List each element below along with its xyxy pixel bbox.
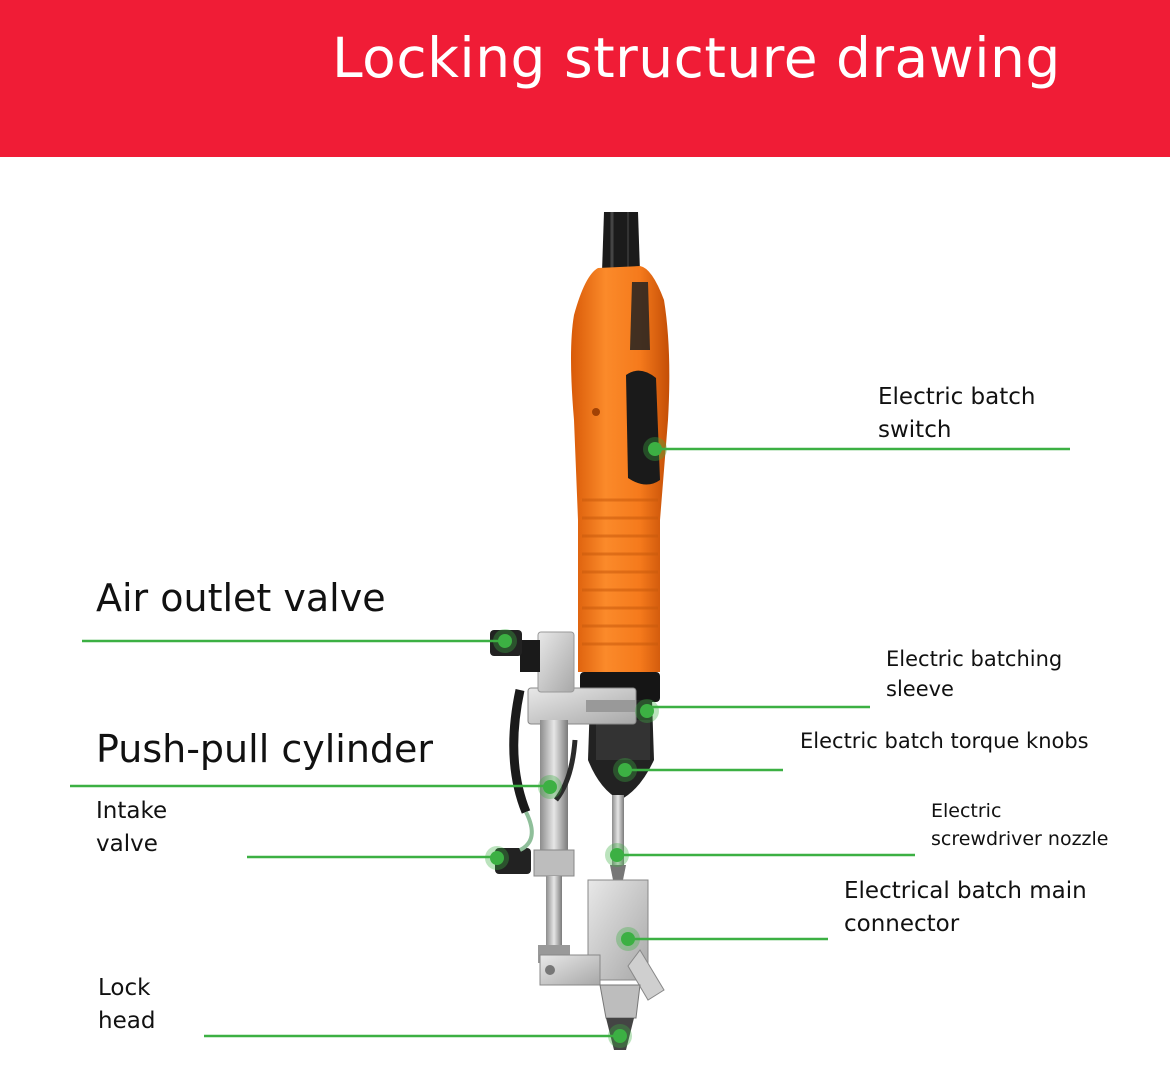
air-fittings xyxy=(490,630,578,874)
label-electrical-batch-main-connector: Electrical batch main connector xyxy=(844,878,1087,938)
dot-nozzle xyxy=(605,843,629,867)
label-electric-batch-switch: Electric batch switch xyxy=(878,384,1036,444)
label-push-pull-cylinder: Push-pull cylinder xyxy=(96,727,434,771)
mount-clamp xyxy=(527,687,637,725)
dot-cylinder xyxy=(538,775,562,799)
title-banner: Locking structure drawing xyxy=(0,0,1170,157)
label-lock-head: Lock head xyxy=(98,975,156,1035)
power-cable xyxy=(602,212,640,272)
leader-lines xyxy=(70,447,1070,1038)
label-electric-screwdriver-nozzle: Electric screwdriver nozzle xyxy=(931,800,1109,850)
screwdriver-body xyxy=(571,266,670,885)
dot-switch xyxy=(643,437,667,461)
label-intake-valve: Intake valve xyxy=(96,798,168,858)
dot-air-outlet xyxy=(493,629,517,653)
dot-lock-head xyxy=(608,1024,632,1048)
dot-sleeve xyxy=(635,699,659,723)
dot-intake xyxy=(485,846,509,870)
page-title: Locking structure drawing xyxy=(332,26,1061,90)
pointer-dots xyxy=(485,437,667,1048)
lock-head-assembly xyxy=(539,879,665,1050)
label-electric-batching-sleeve: Electric batching sleeve xyxy=(886,647,1063,702)
dot-connector xyxy=(616,927,640,951)
label-air-outlet-valve: Air outlet valve xyxy=(96,576,386,620)
label-electric-batch-torque-knobs: Electric batch torque knobs xyxy=(800,729,1089,753)
dot-torque xyxy=(613,758,637,782)
